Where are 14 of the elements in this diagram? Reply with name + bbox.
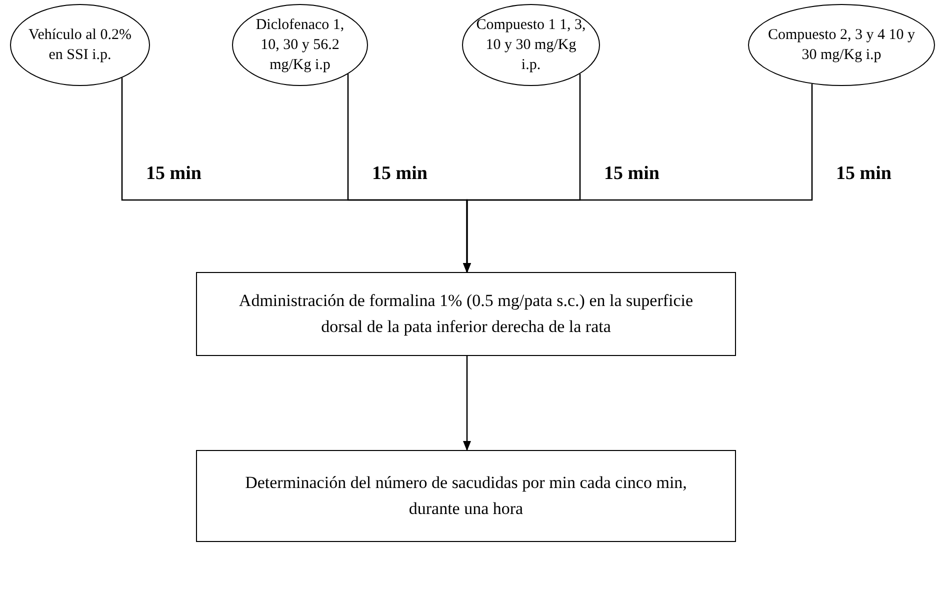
connector-arrow — [463, 356, 471, 451]
node-text: Compuesto 2, 3 y 4 10 y 30 mg/Kg i.p — [766, 26, 916, 65]
node-text: Vehículo al 0.2% en SSI i.p. — [28, 26, 132, 65]
node-text: Administración de formalina 1% (0.5 mg/pata s.c.) en la superficie dorsal de la pata inferior derecha de la rata — [238, 290, 694, 338]
node-text: Determinación del número de sacudidas por min cada cinco min, durante una hora — [244, 472, 688, 520]
edge-label: 15 min — [146, 164, 202, 183]
connector-arrow — [463, 84, 813, 273]
process-box — [196, 272, 736, 356]
edge-label: 15 min — [372, 164, 428, 183]
edge-label: 15 min — [836, 164, 892, 183]
edge-label: 15 min — [604, 164, 660, 183]
process-box — [196, 450, 736, 542]
node-text: Compuesto 1 1, 3, 10 y 30 mg/Kg i.p. — [475, 16, 587, 75]
node-text: Diclofenaco 1, 10, 30 y 56.2 mg/Kg i.p — [254, 16, 346, 75]
